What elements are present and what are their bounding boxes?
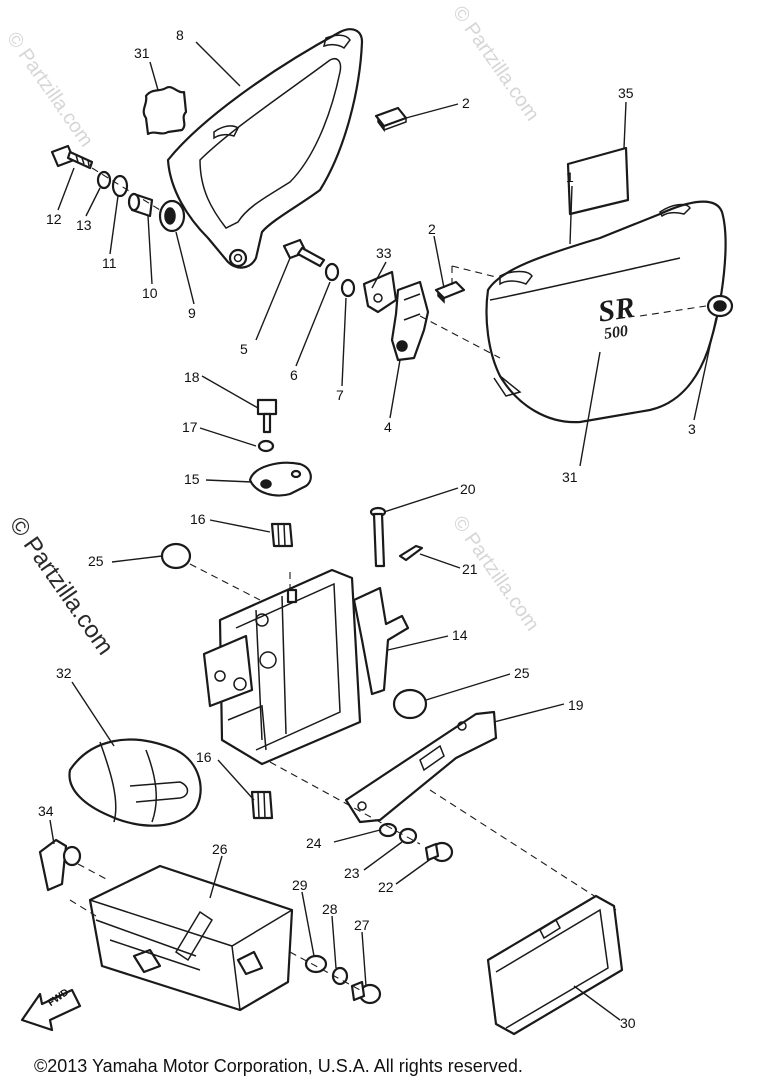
rod-20: [369, 506, 387, 568]
callout-6: 6: [290, 367, 298, 383]
decal-left: [142, 86, 188, 136]
band-32: [68, 738, 202, 827]
callout-12: 12: [46, 211, 62, 227]
callout-23: 23: [344, 865, 360, 881]
callout-24: 24: [306, 835, 322, 851]
callout-26: 26: [212, 841, 228, 857]
callout-32: 32: [56, 665, 72, 681]
clip-21: [398, 544, 424, 562]
callout-14: 14: [452, 627, 468, 643]
bracket-4: [390, 280, 430, 362]
washer-11: [111, 174, 129, 198]
bolt-18: [256, 398, 278, 434]
callout-2-upper: 2: [462, 95, 470, 111]
callout-7: 7: [336, 387, 344, 403]
plate-30: [486, 894, 624, 1036]
callout-33: 33: [376, 245, 392, 261]
callout-30: 30: [620, 1015, 636, 1031]
callout-18: 18: [184, 369, 200, 385]
leader-lines: [49, 41, 717, 1021]
callout-34: 34: [38, 803, 54, 819]
callout-1: 1: [566, 169, 574, 185]
bracket-34: [38, 838, 82, 892]
bolt-12: [50, 144, 94, 170]
callout-25-left: 25: [88, 553, 104, 569]
battery-26: [88, 864, 294, 1012]
washer-23: [398, 827, 418, 845]
callout-5: 5: [240, 341, 248, 357]
grommet-right: [434, 280, 466, 304]
callout-31-right: 31: [562, 469, 578, 485]
bolt-27: [350, 980, 382, 1005]
cover-model-text: 500: [603, 322, 630, 343]
bolt-5: [282, 238, 326, 268]
washer-7: [340, 278, 356, 298]
washer-6: [324, 262, 340, 282]
washer-29: [304, 954, 328, 974]
grommet-9: [158, 199, 186, 233]
bracket-33: [362, 270, 398, 314]
callout-10: 10: [142, 285, 158, 301]
battery-box: [202, 568, 410, 766]
cap-25-right: [392, 688, 428, 720]
callout-13: 13: [76, 217, 92, 233]
callout-4: 4: [384, 419, 392, 435]
callout-21: 21: [462, 561, 478, 577]
callout-8: 8: [176, 27, 184, 43]
callout-2-right: 2: [428, 221, 436, 237]
callout-9: 9: [188, 305, 196, 321]
fwd-arrow-icon: [20, 988, 82, 1032]
callout-19: 19: [568, 697, 584, 713]
washer-28: [331, 966, 349, 986]
callout-29: 29: [292, 877, 308, 893]
washer-24: [378, 822, 398, 838]
collar-10: [127, 192, 154, 218]
damper-16-upper: [270, 522, 294, 548]
callout-27: 27: [354, 917, 370, 933]
grommet-3: [706, 294, 734, 318]
copyright-notice: ©2013 Yamaha Motor Corporation, U.S.A. A…: [34, 1056, 523, 1076]
right-side-cover: [485, 200, 727, 424]
callout-22: 22: [378, 879, 394, 895]
callout-11: 11: [102, 255, 117, 271]
callout-16-upper: 16: [190, 511, 206, 527]
callout-20: 20: [460, 481, 476, 497]
callout-15: 15: [184, 471, 200, 487]
callout-31-top: 31: [134, 45, 150, 61]
callout-16-lower: 16: [196, 749, 212, 765]
decal-35: [566, 146, 630, 216]
stay-19: [344, 710, 498, 824]
callout-28: 28: [322, 901, 338, 917]
grommet-upper: [374, 106, 408, 133]
clamp-15: [248, 461, 312, 497]
callout-25-right: 25: [514, 665, 530, 681]
cap-25-left: [160, 542, 192, 570]
damper-16-lower: [250, 790, 274, 820]
callout-3: 3: [688, 421, 696, 437]
washer-17: [257, 439, 275, 453]
callout-35: 35: [618, 85, 634, 101]
callout-17: 17: [182, 419, 198, 435]
bolt-22: [424, 841, 454, 863]
left-side-cover: [166, 28, 364, 269]
washer-13: [96, 170, 112, 190]
